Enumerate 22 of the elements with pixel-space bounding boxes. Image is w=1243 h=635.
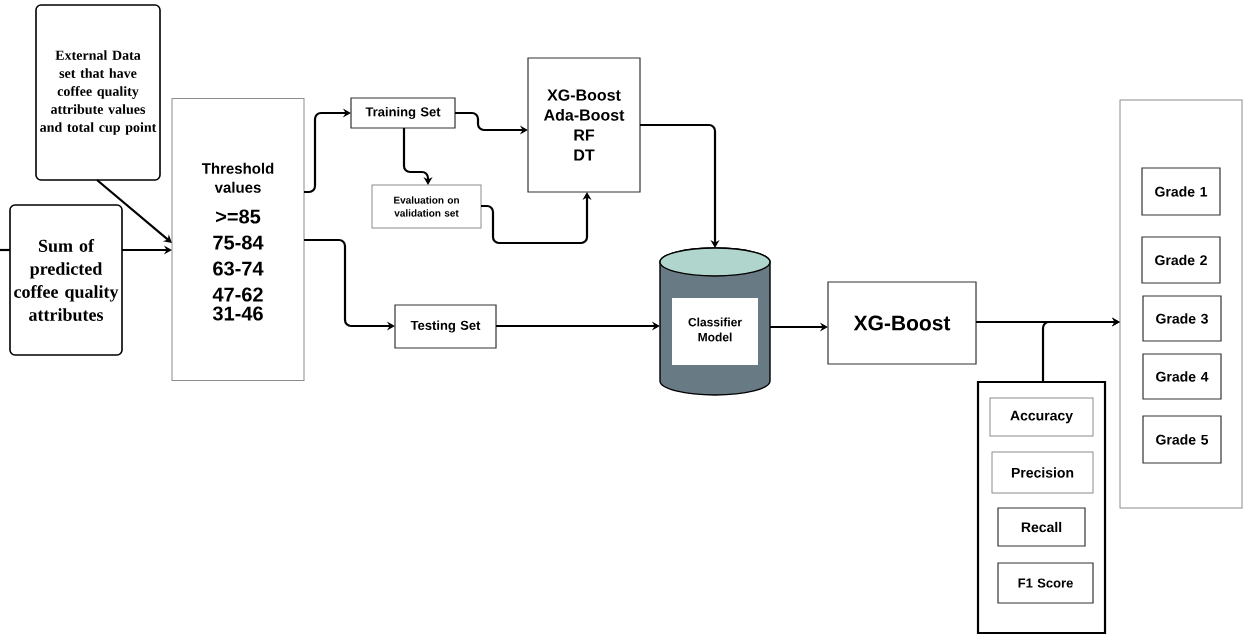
database-cylinder: Classifier Model	[659, 247, 771, 396]
metric-box: Precision	[991, 451, 1094, 494]
grade-box: Grade 4	[1142, 353, 1222, 400]
arrow	[304, 108, 351, 194]
grade-box: Grade 3	[1142, 295, 1222, 342]
arrow	[640, 123, 720, 248]
arrow	[1041, 317, 1120, 382]
process-box: Evaluation on validation set	[371, 184, 482, 229]
text-box: Sum of predicted coffee quality attributes	[9, 204, 123, 356]
arrow	[402, 128, 433, 185]
text-box: External Data set that have coffee quality attribute values and total cup point	[35, 4, 161, 181]
process-box: XG-Boost	[827, 281, 977, 365]
metric-box: Recall	[997, 507, 1086, 547]
grade-box: Grade 5	[1142, 415, 1222, 464]
metric-box: Accuracy	[989, 397, 1094, 437]
grade-box: Grade 1	[1141, 167, 1221, 216]
model-list-box: XG-Boost Ada-Boost RF DT	[527, 57, 641, 193]
process-box: Training Set	[350, 97, 456, 129]
process-box: Testing Set	[394, 304, 497, 349]
metric-box: F1 Score	[997, 562, 1094, 604]
grade-box: Grade 2	[1141, 236, 1221, 284]
threshold-box: Threshold values >=85 75-84 63-74 47-62 31-46	[171, 98, 305, 381]
